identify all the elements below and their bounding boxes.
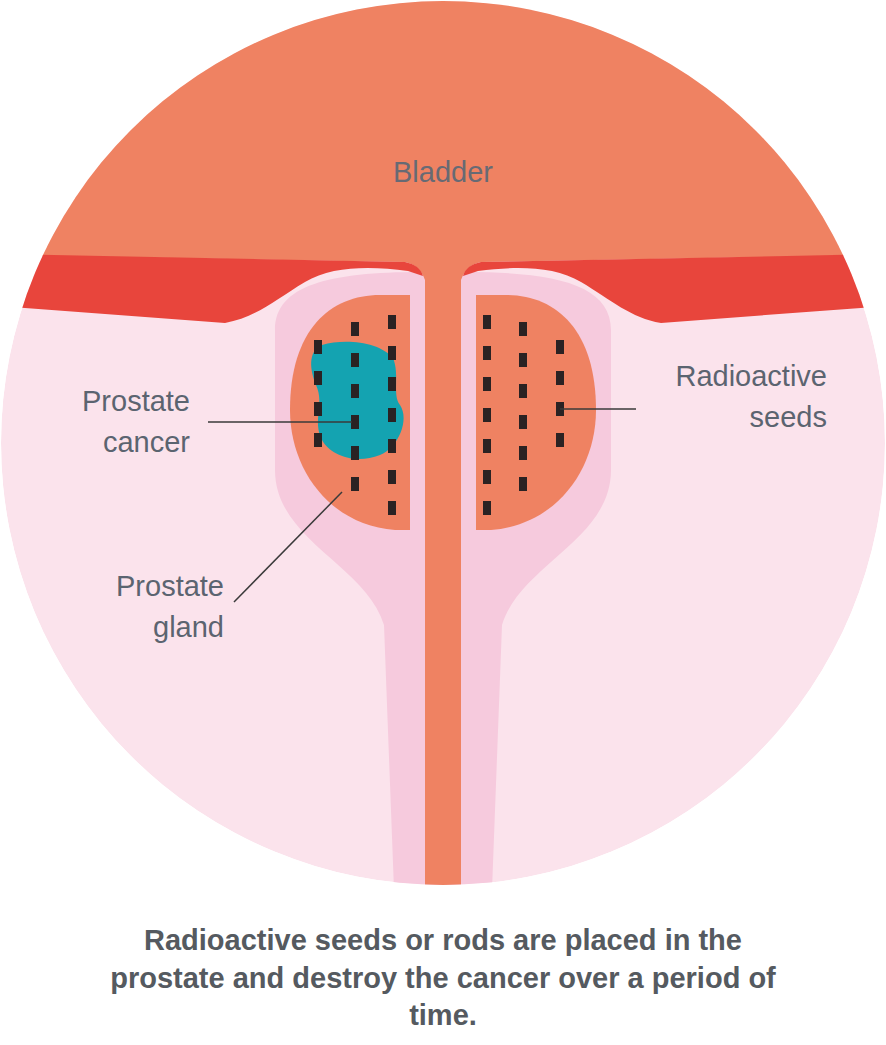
radioactive-seed — [483, 377, 491, 391]
prostate-lobe — [476, 295, 596, 530]
radioactive-seed — [519, 384, 527, 398]
radioactive-seed — [483, 439, 491, 453]
leader-line — [560, 408, 636, 410]
radioactive-seed — [483, 346, 491, 360]
label-box: Prostate cancer — [20, 381, 190, 462]
radioactive-seed — [519, 477, 527, 491]
radioactive-seed — [388, 315, 396, 329]
radioactive-seed — [388, 377, 396, 391]
radioactive-seed — [556, 340, 564, 354]
bladder-fill — [0, 0, 886, 300]
radioactive-seed — [483, 501, 491, 515]
radioactive-seed — [314, 402, 322, 416]
bladder-region: Bladder — [0, 0, 886, 330]
caption-box: Radioactive seeds or rods are placed in … — [93, 922, 793, 1035]
radioactive-seed — [388, 439, 396, 453]
radioactive-seed — [483, 470, 491, 484]
radioactive-seed — [388, 501, 396, 515]
bladder-wall — [463, 254, 886, 323]
bladder-wall — [0, 254, 423, 323]
radioactive-seed — [388, 346, 396, 360]
leader-line — [208, 421, 352, 423]
radioactive-seed — [388, 470, 396, 484]
caption: Radioactive seeds or rods are placed in … — [93, 922, 793, 1035]
cancer-region — [311, 342, 403, 459]
radioactive-seed — [388, 408, 396, 422]
radioactive-seed — [483, 408, 491, 422]
body-section — [1, 1, 885, 895]
seed-group — [314, 315, 564, 515]
organ-label: Bladder — [0, 155, 886, 190]
leader-line — [234, 492, 342, 602]
radioactive-seed — [351, 322, 359, 336]
radioactive-seed — [351, 446, 359, 460]
radioactive-seed — [519, 415, 527, 429]
label-box: Prostate gland — [64, 566, 224, 647]
radioactive-seed — [556, 371, 564, 385]
radioactive-seed — [314, 433, 322, 447]
radioactive-seed — [351, 384, 359, 398]
radioactive-seed — [314, 340, 322, 354]
bladder-shape — [0, 0, 886, 330]
part-label: Prostate gland — [64, 566, 224, 647]
part-label: Radioactive seeds — [627, 356, 827, 437]
label-box: Radioactive seeds — [627, 356, 827, 437]
radioactive-seed — [351, 477, 359, 491]
radioactive-seed — [519, 446, 527, 460]
bladder-group — [0, 0, 886, 323]
radioactive-seed — [556, 433, 564, 447]
radioactive-seed — [519, 322, 527, 336]
radioactive-seed — [314, 371, 322, 385]
radioactive-seed — [351, 353, 359, 367]
radioactive-seed — [519, 353, 527, 367]
part-label: Prostate cancer — [20, 381, 190, 462]
prostate-lobe — [290, 295, 410, 530]
radioactive-seed — [351, 415, 359, 429]
leader-lines — [208, 409, 636, 602]
urethra — [425, 255, 461, 895]
radioactive-seed — [483, 315, 491, 329]
